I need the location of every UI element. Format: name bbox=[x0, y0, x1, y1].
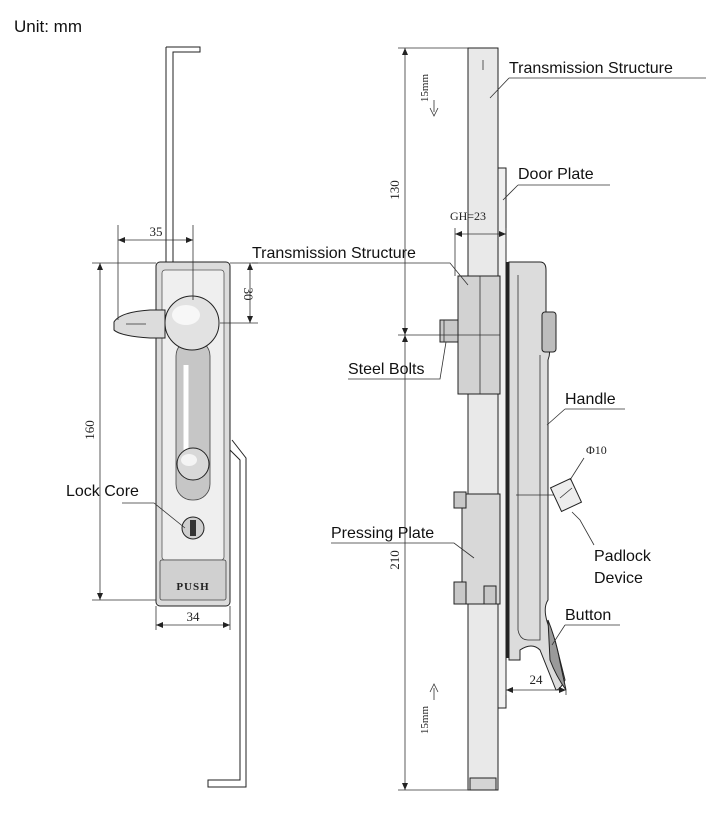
bar-foot bbox=[469, 777, 497, 791]
dim-210: 210 bbox=[387, 550, 402, 570]
callout-padlock-2: Device bbox=[594, 570, 643, 587]
callout-door-plate: Door Plate bbox=[518, 166, 594, 183]
top-rod bbox=[165, 46, 201, 262]
side-knob bbox=[541, 311, 557, 353]
padlock-knob-highlight bbox=[181, 454, 197, 466]
callout-pressing-plate: Pressing Plate bbox=[331, 525, 434, 542]
unit-label: Unit: mm bbox=[14, 17, 82, 36]
lock-core-label: Lock Core bbox=[66, 483, 139, 500]
dim-24: 24 bbox=[530, 672, 544, 687]
lock-keyway bbox=[190, 520, 196, 536]
dim-160: 160 bbox=[82, 420, 97, 440]
callout-button: Button bbox=[565, 607, 611, 624]
callout-steel-bolts: Steel Bolts bbox=[348, 361, 424, 378]
callout-padlock-1: Padlock bbox=[594, 548, 652, 565]
dim-34: 34 bbox=[187, 609, 201, 624]
dim-30: 30 bbox=[241, 288, 256, 301]
callout-handle: Handle bbox=[565, 391, 616, 408]
transmission-bar bbox=[467, 47, 499, 791]
lock-core-leader bbox=[122, 502, 186, 529]
side-view bbox=[439, 47, 583, 791]
pressing-plate-right-bolt bbox=[483, 585, 497, 605]
pressing-plate-top-bolt bbox=[453, 491, 467, 509]
front-view: PUSH bbox=[113, 46, 247, 788]
bottom-rod bbox=[207, 439, 247, 788]
arrow-15-top bbox=[429, 100, 439, 117]
padlock-device bbox=[549, 477, 583, 513]
front-dimensions: 35 30 160 34 bbox=[82, 224, 258, 630]
dim-35: 35 bbox=[150, 224, 163, 239]
side-dimensions: 130 210 15mm 15mm GH=23 Φ10 24 bbox=[387, 47, 607, 791]
dim-gh: GH=23 bbox=[450, 209, 486, 223]
dim-130: 130 bbox=[387, 180, 402, 200]
push-area bbox=[159, 559, 227, 601]
dim-phi: Φ10 bbox=[586, 443, 607, 457]
knob-highlight bbox=[172, 305, 200, 325]
handle-inner bbox=[517, 275, 541, 641]
push-label: PUSH bbox=[176, 581, 209, 593]
arrow-15-bottom bbox=[429, 683, 439, 700]
dim-15-top: 15mm bbox=[419, 74, 431, 103]
dim-15-bottom: 15mm bbox=[419, 706, 431, 735]
callout-transmission-top: Transmission Structure bbox=[509, 60, 673, 77]
handle-body bbox=[508, 261, 566, 691]
pressing-plate-bottom-bolt bbox=[453, 581, 467, 605]
side-callouts: Transmission Structure Door Plate Transm… bbox=[252, 60, 706, 646]
gasket bbox=[506, 262, 509, 658]
door-plate bbox=[497, 167, 507, 709]
callout-transmission-mid: Transmission Structure bbox=[252, 245, 416, 262]
steel-bolt bbox=[439, 319, 459, 343]
